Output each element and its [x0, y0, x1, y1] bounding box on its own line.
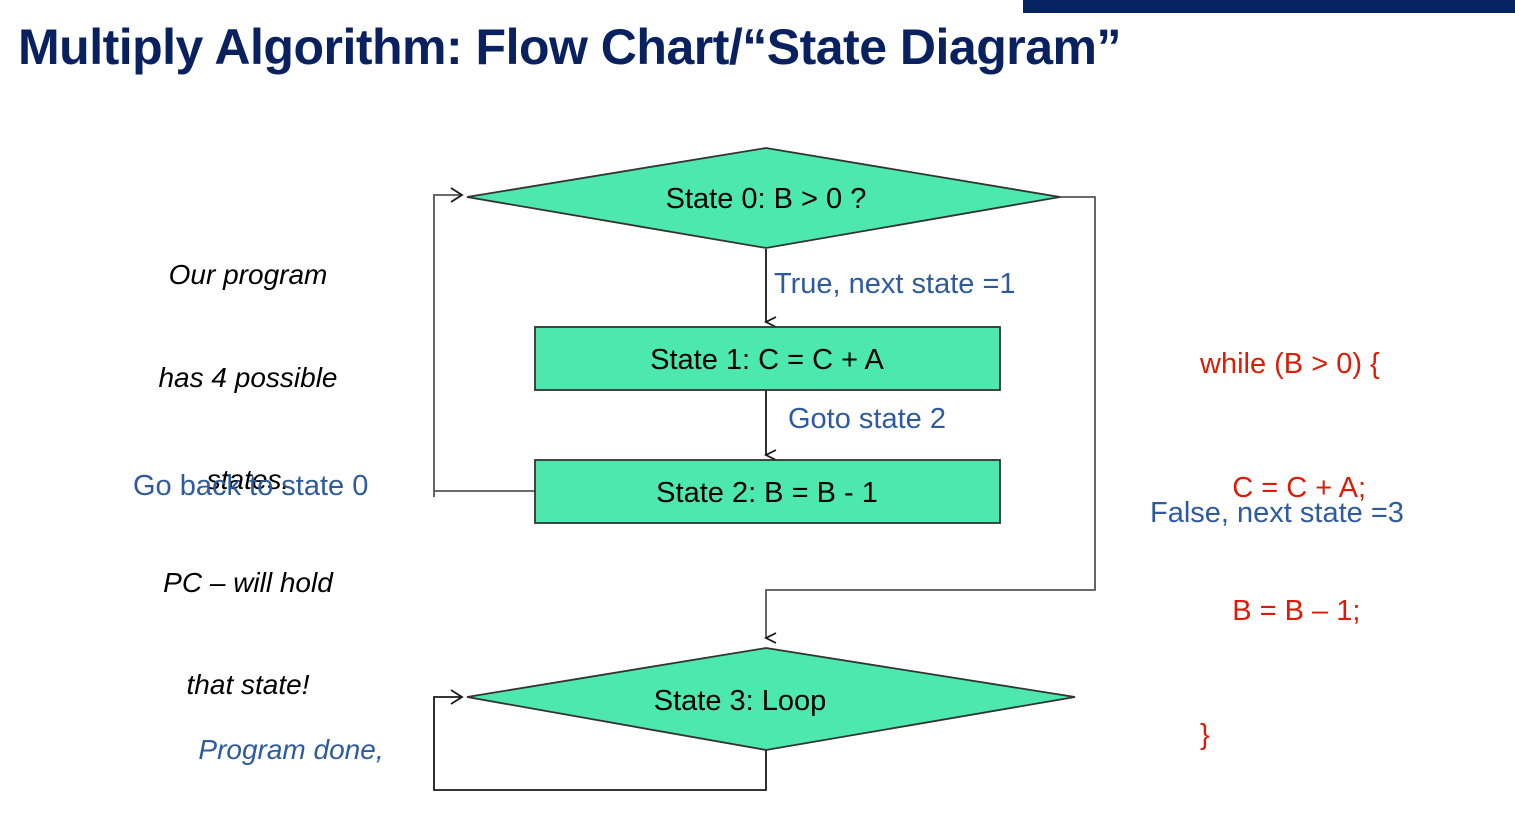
edge-label-true-next-state: True, next state =1	[774, 268, 1016, 300]
edge-label-false-next-state: False, next state =3	[1150, 497, 1404, 529]
left-note-line-2: has 4 possible	[158, 361, 338, 393]
node-state-1[interactable]: State 1: C = C + A	[534, 326, 1001, 391]
connector-state-0-false-to-state-3	[763, 196, 1096, 644]
node-state-1-shape[interactable]	[534, 326, 1001, 391]
connector-state-3-self-loop	[433, 689, 767, 791]
code-line-2: C = C + A;	[1200, 471, 1367, 504]
left-note-line-4: PC – will hold	[163, 566, 333, 598]
edge-label-go-back-to-state-0: Go back to state 0	[133, 470, 369, 502]
edge-label-goto-state-2: Goto state 2	[788, 403, 946, 435]
bottom-note: Program done, Stay in state 3 forever	[155, 660, 427, 816]
bottom-note-line-1: Program done,	[198, 733, 384, 765]
code-line-4: }	[1200, 718, 1210, 751]
node-state-1-label: State 1: C = C + A	[650, 344, 884, 376]
node-state-0[interactable]: State 0: B > 0 ?	[466, 147, 1061, 249]
code-line-3: B = B – 1;	[1200, 595, 1361, 628]
node-state-2-shape[interactable]	[534, 459, 1001, 524]
node-state-3-shape[interactable]	[466, 647, 1076, 751]
node-state-2[interactable]: State 2: B = B - 1	[534, 459, 1001, 524]
page-title: Multiply Algorithm: Flow Chart/“State Di…	[18, 19, 1121, 75]
header-accent-bar	[1023, 0, 1515, 13]
connector-loop-back-to-state-0	[433, 187, 464, 497]
code-line-1: while (B > 0) {	[1200, 348, 1380, 381]
node-state-0-label: State 0: B > 0 ?	[666, 183, 867, 215]
node-state-3-label: State 3: Loop	[654, 685, 827, 717]
left-note-line-5: that state!	[186, 669, 310, 701]
left-note-line-1: Our program	[168, 259, 328, 291]
node-state-2-label: State 2: B = B - 1	[656, 477, 878, 509]
left-note: Our program has 4 possible states. PC – …	[128, 190, 368, 771]
left-note-line-3: states.	[206, 464, 290, 496]
node-state-3[interactable]: State 3: Loop	[466, 647, 1076, 751]
node-state-0-shape[interactable]	[466, 147, 1061, 249]
pseudocode-block: while (B > 0) { C = C + A; B = B – 1; } …	[1200, 262, 1387, 816]
